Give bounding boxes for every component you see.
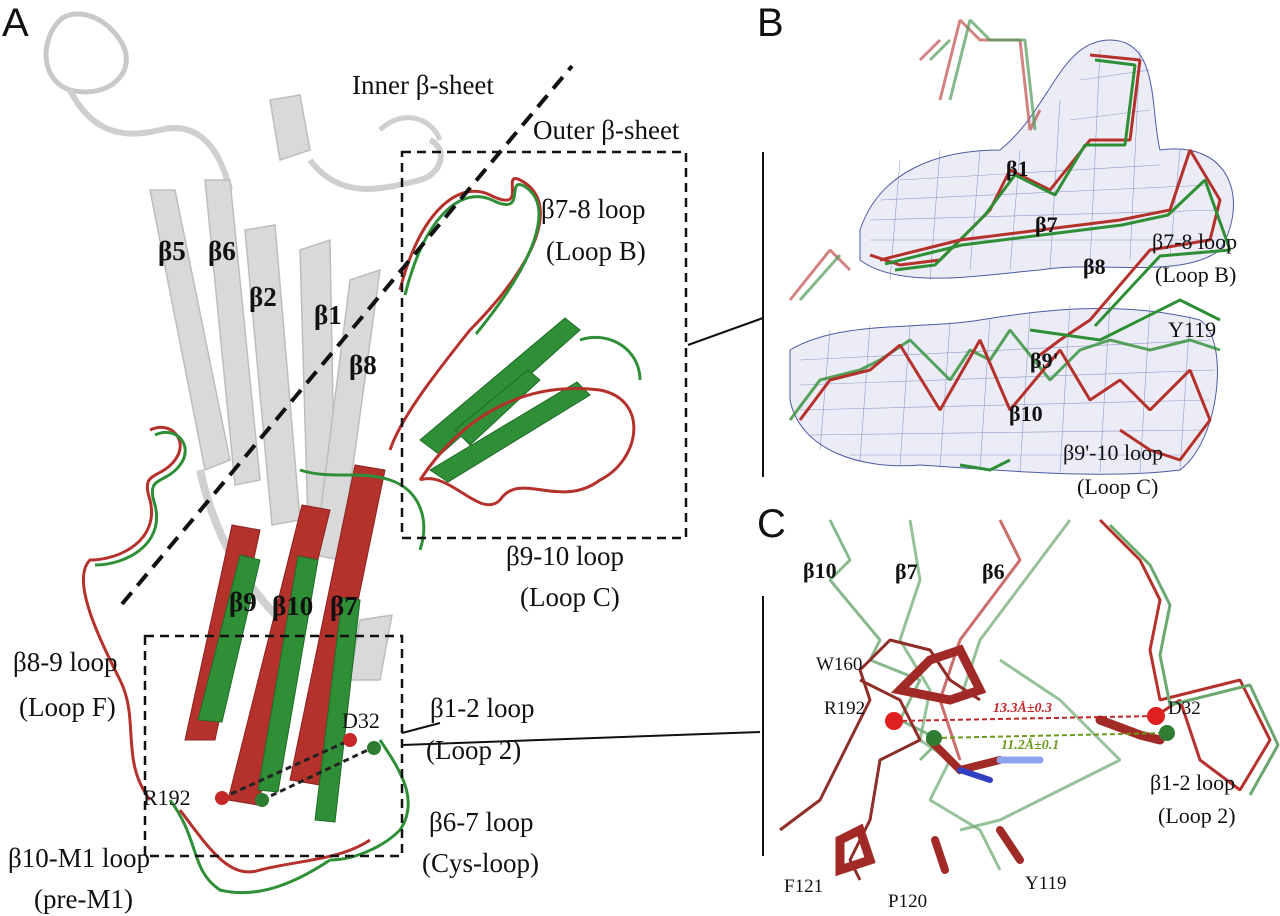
- label-c-b10: β10: [803, 558, 837, 583]
- label-b2: β2: [249, 282, 277, 312]
- zoom-box-bottom: [143, 634, 404, 858]
- label-b-b1: β1: [1006, 156, 1029, 181]
- label-loop-b-line1: β7-8 loop: [541, 194, 645, 224]
- label-b-b8: β8: [1083, 254, 1106, 279]
- label-b-loop-b-line2: (Loop B): [1155, 262, 1236, 287]
- label-loop-c-line2: (Loop C): [520, 582, 620, 612]
- sheet-divider-line: [120, 64, 574, 606]
- label-cys-line1: β6-7 loop: [429, 807, 533, 837]
- sidechains-c: [835, 644, 1165, 877]
- label-loop-f-line1: β8-9 loop: [13, 647, 117, 677]
- label-c-loop2-line2: (Loop 2): [1158, 803, 1236, 828]
- r192-atom-green-c: [926, 730, 942, 746]
- r192-atom-green: [255, 793, 269, 807]
- label-outer-sheet: Outer β-sheet: [533, 115, 680, 145]
- label-loop-b-line2: (Loop B): [546, 236, 646, 266]
- label-r192-a: R192: [143, 785, 191, 810]
- distance-markers-a: [215, 733, 381, 807]
- label-inner-sheet: Inner β-sheet: [352, 70, 494, 100]
- d32-atom-green-c: [1159, 725, 1175, 741]
- panel-label-a: A: [2, 1, 29, 45]
- panel-b: B β1 β7 β7-8 loop (Loop B) β8 Y119 β9' β…: [757, 1, 1237, 499]
- label-c-r192: R192: [824, 698, 865, 719]
- panel-c: C β10 β7 β6 W160 R192 D32 13.3Å±0.3 11.2…: [757, 502, 1280, 912]
- label-b-loop-c-line2: (Loop C): [1077, 474, 1158, 499]
- panel-label-c: C: [757, 502, 786, 546]
- label-c-w160: W160: [816, 654, 862, 675]
- label-dist-green: 11.2Å±0.1: [1001, 737, 1059, 753]
- d32-atom-red-c: [1147, 707, 1165, 725]
- label-prem1-line1: β10-M1 loop: [8, 843, 150, 873]
- label-c-b6: β6: [982, 559, 1005, 584]
- label-c-loop2-line1: β1-2 loop: [1150, 770, 1235, 795]
- r192-atom-red-c: [885, 712, 903, 730]
- label-c-d32: D32: [1168, 698, 1201, 719]
- label-dist-red: 13.3Å±0.3: [993, 700, 1052, 716]
- label-loop-f-line2: (Loop F): [19, 692, 116, 722]
- label-b-loop-c-line1: β9'-10 loop: [1063, 440, 1163, 465]
- label-b6: β6: [208, 236, 236, 266]
- label-b-b10: β10: [1009, 401, 1043, 426]
- r192-atom-red: [215, 791, 229, 805]
- backbone-traces-c: [779, 518, 1280, 881]
- d32-atom-red: [343, 733, 357, 747]
- label-c-f121: F121: [784, 876, 823, 897]
- label-c-p120: P120: [888, 891, 927, 912]
- label-b1: β1: [314, 300, 342, 330]
- label-b-y119: Y119: [1168, 317, 1216, 342]
- label-d32-a: D32: [342, 708, 380, 733]
- label-loop-c-line1: β9-10 loop: [506, 541, 624, 571]
- backbone-traces-b: [788, 18, 1232, 472]
- leader-loop2: [401, 722, 441, 734]
- label-b-b9p: β9': [1030, 348, 1059, 373]
- label-prem1-line2: (pre-M1): [34, 884, 133, 914]
- green-state-ribbons: [197, 317, 591, 823]
- panel-label-b: B: [757, 1, 784, 45]
- label-c-y119: Y119: [1025, 873, 1067, 894]
- label-b10: β10: [272, 591, 313, 621]
- label-b8: β8: [349, 350, 377, 380]
- label-b7: β7: [330, 591, 358, 621]
- label-b-loop-b-line1: β7-8 loop: [1152, 229, 1237, 254]
- label-b-b7: β7: [1035, 212, 1058, 237]
- zoom-box-top: [400, 150, 688, 540]
- d32-atom-green: [367, 741, 381, 755]
- distance-line-green: [933, 732, 1168, 739]
- label-cys-line2: (Cys-loop): [422, 848, 539, 878]
- label-c-b7: β7: [895, 559, 918, 584]
- loop-traces: [81, 177, 642, 895]
- connector-b: [687, 317, 764, 346]
- panel-a: A Inner β-sheet Outer β-sheet β5 β6 β2 β…: [2, 1, 764, 914]
- label-b5: β5: [158, 236, 186, 266]
- label-loop2-line2: (Loop 2): [426, 735, 521, 765]
- distance-line-red: [893, 715, 1157, 722]
- connector-c: [401, 731, 761, 746]
- label-loop2-line1: β1-2 loop: [430, 693, 534, 723]
- label-b9: β9: [229, 587, 257, 617]
